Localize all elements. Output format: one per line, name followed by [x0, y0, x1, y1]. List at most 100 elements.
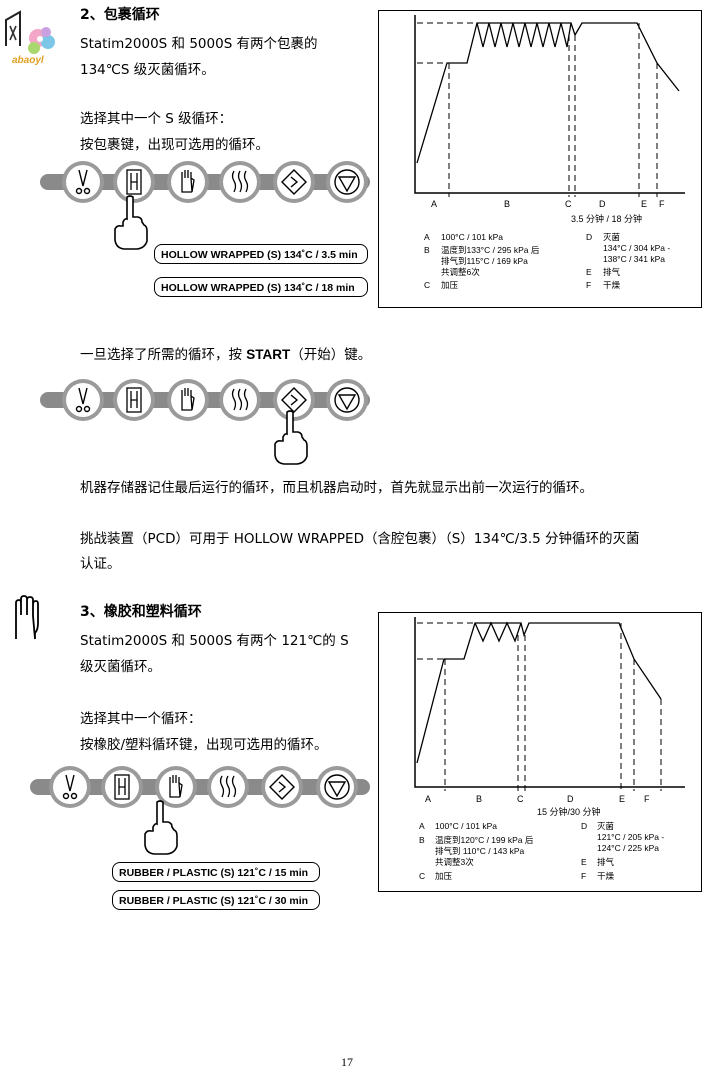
stop-icon	[324, 774, 350, 800]
cycle-option-4[interactable]: RUBBER / PLASTIC (S) 121˚C / 30 min	[112, 890, 320, 910]
legend-b-key: B	[424, 245, 430, 255]
phase-label-d: D	[567, 794, 574, 804]
start-button[interactable]	[273, 379, 315, 421]
cycle-chart-2: A B C D E F 15 分钟/30 分钟 A 100°C / 101 kP…	[378, 612, 702, 892]
heat-waves-icon	[219, 775, 237, 798]
wrapped-pouch-icon	[126, 169, 142, 195]
legend-f-key: F	[586, 280, 592, 290]
legend-d-value-1: 灭菌	[603, 232, 621, 242]
phase-label-a: A	[425, 794, 432, 804]
pointing-hand-icon	[110, 195, 150, 250]
heat-waves-icon	[231, 388, 249, 411]
glove-button[interactable]	[167, 161, 209, 203]
legend-b-key: B	[419, 835, 425, 845]
pcd-paragraph-line2: 认证。	[80, 556, 121, 572]
scissors-icon	[62, 774, 78, 800]
glove-icon	[181, 388, 195, 411]
time-note: 15 分钟/30 分钟	[537, 807, 601, 817]
legend-b-value-3: 共调整3次	[435, 857, 474, 867]
memory-paragraph: 机器存储器记住最后运行的循环，而且机器启动时，首先就显示出前一次运行的循环。	[80, 480, 593, 496]
section2-desc-line1: Statim2000S 和 5000S 有两个包裹的	[80, 36, 318, 52]
scissors-button[interactable]	[62, 379, 104, 421]
cycle-option-2[interactable]: HOLLOW WRAPPED (S) 134˚C / 18 min	[154, 277, 368, 297]
legend-b-value-3: 共调整6次	[441, 267, 480, 277]
phase-label-c: C	[517, 794, 524, 804]
glove-button[interactable]	[155, 766, 197, 808]
section2-select-line1: 选择其中一个 S 级循环：	[80, 111, 233, 127]
stop-icon	[334, 169, 360, 195]
heat-button[interactable]	[219, 379, 261, 421]
section3-select-line2: 按橡胶/塑料循环键，出现可选用的循环。	[80, 737, 328, 753]
glove-button[interactable]	[167, 379, 209, 421]
legend-c-key: C	[419, 871, 426, 881]
stop-button[interactable]	[326, 379, 368, 421]
legend-a-key: A	[424, 232, 430, 242]
scissors-button[interactable]	[49, 766, 91, 808]
phase-label-e: E	[641, 199, 648, 209]
legend-e-value: 排气	[603, 267, 621, 277]
heat-button[interactable]	[207, 766, 249, 808]
legend-d-value-3: 138°C / 341 kPa	[603, 254, 665, 264]
start-diamond-icon	[281, 169, 307, 195]
start-diamond-icon	[269, 774, 295, 800]
legend-d-value-2: 121°C / 205 kPa -	[597, 832, 665, 842]
wrapped-button[interactable]	[101, 766, 143, 808]
section2-desc-line2: 134℃S 级灭菌循环。	[80, 62, 215, 78]
legend-d-key: D	[586, 232, 593, 242]
button-panel-1	[40, 160, 370, 206]
scissors-button[interactable]	[62, 161, 104, 203]
wrapped-button[interactable]	[113, 379, 155, 421]
wrapped-button[interactable]	[113, 161, 155, 203]
legend-f-value: 干燥	[597, 871, 615, 881]
legend-c-value: 加压	[441, 280, 459, 290]
heat-button[interactable]	[219, 161, 261, 203]
logo: abaoyl	[2, 6, 64, 70]
start-button[interactable]	[273, 161, 315, 203]
legend-a-key: A	[419, 821, 425, 831]
legend-c-value: 加压	[435, 871, 453, 881]
section3-desc-line2: 级灭菌循环。	[80, 659, 161, 675]
legend-b-value-2: 排气到 110°C / 143 kPa	[435, 846, 525, 856]
page-number: 17	[341, 1055, 353, 1069]
glove-icon	[169, 775, 183, 798]
scissors-icon	[75, 169, 91, 195]
stop-button[interactable]	[326, 161, 368, 203]
legend-a-value: 100°C / 101 kPa	[441, 232, 503, 242]
legend-e-key: E	[586, 267, 592, 277]
legend-f-key: F	[581, 871, 587, 881]
phase-label-b: B	[504, 199, 511, 209]
stop-button[interactable]	[316, 766, 358, 808]
start-keyword: START	[246, 347, 291, 362]
cycle-chart-1: A B C D E F 3.5 分钟 / 18 分钟 A 100°C / 101…	[378, 10, 702, 308]
cycle-option-3[interactable]: RUBBER / PLASTIC (S) 121˚C / 15 min	[112, 862, 320, 882]
glove-icon	[8, 595, 46, 643]
time-note: 3.5 分钟 / 18 分钟	[571, 214, 643, 224]
start-diamond-icon	[281, 387, 307, 413]
heat-waves-icon	[231, 170, 249, 193]
phase-label-b: B	[476, 794, 483, 804]
legend-a-value: 100°C / 101 kPa	[435, 821, 497, 831]
logo-text: abaoyl	[12, 55, 44, 66]
start-instruction-post: （开始）键。	[290, 347, 372, 363]
legend-f-value: 干燥	[603, 280, 621, 290]
legend-d-value-1: 灭菌	[597, 821, 615, 831]
button-panel-3	[30, 765, 370, 811]
phase-label-e: E	[619, 794, 626, 804]
stop-icon	[334, 387, 360, 413]
legend-b-value-2: 排气到115°C / 169 kPa	[441, 256, 528, 266]
wrapped-pouch-icon	[126, 387, 142, 413]
phase-label-f: F	[644, 794, 650, 804]
phase-label-c: C	[565, 199, 572, 209]
section3-select-line1: 选择其中一个循环：	[80, 711, 202, 727]
legend-b-value-1: 温度到133°C / 295 kPa 后	[441, 245, 540, 255]
section2-heading: 2、包裹循环	[80, 7, 160, 23]
start-button[interactable]	[261, 766, 303, 808]
section3-heading: 3、橡胶和塑料循环	[80, 604, 202, 620]
start-instruction: 一旦选择了所需的循环，按 START（开始）键。	[80, 346, 371, 364]
legend-d-key: D	[581, 821, 588, 831]
legend-d-value-2: 134°C / 304 kPa -	[603, 243, 671, 253]
legend-e-value: 排气	[597, 857, 615, 867]
cycle-option-1[interactable]: HOLLOW WRAPPED (S) 134˚C / 3.5 min	[154, 244, 368, 264]
legend-e-key: E	[581, 857, 587, 867]
phase-label-a: A	[431, 199, 438, 209]
